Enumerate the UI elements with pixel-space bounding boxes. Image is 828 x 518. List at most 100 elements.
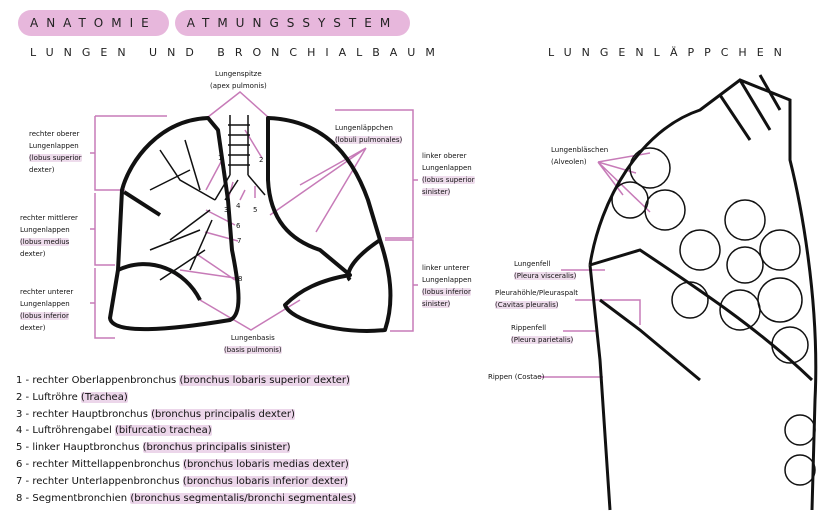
num-7: 7 — [237, 237, 242, 245]
legend-latin: (bronchus lobaris inferior dexter) — [182, 475, 349, 487]
legend-german: rechter Unterlappenbronchus — [32, 475, 180, 487]
legend-number: 2 — [16, 391, 23, 403]
legend-latin: (bronchus lobaris medias dexter) — [183, 458, 349, 470]
base-name: Lungenbasis — [230, 334, 275, 342]
l4: dexter) — [20, 324, 46, 332]
legend-german: linker Hauptbronchus — [32, 442, 140, 454]
l1: rechter mittlerer — [20, 214, 78, 222]
legend-item: 2 - Luftröhre (Trachea) — [16, 391, 128, 403]
ribs-name: Rippen — [488, 373, 513, 381]
l1: rechter unterer — [20, 288, 74, 296]
l2: Lungenlappen — [20, 226, 70, 234]
legend-german: Segmentbronchien — [32, 492, 128, 504]
legend-item: 6 - rechter Mittellappenbronchus (bronch… — [16, 458, 349, 470]
legend-number: 1 — [16, 375, 23, 386]
legend-item: 7 - rechter Unterlappenbronchus (bronchu… — [16, 475, 349, 487]
legend-german: Luftröhre — [32, 391, 78, 403]
l3: (lobus superior — [422, 176, 475, 184]
lobules-latin: (lobuli pulmonales) — [335, 136, 403, 144]
label-cavity: Pleurahöhle/Pleuraspalt (Cavitas pleural… — [495, 287, 578, 311]
visceral-name: Lungenfell — [514, 260, 551, 268]
l3: (lobus medius — [20, 238, 70, 246]
page-title: ANATOMIE ATMUNGSSYSTEM — [18, 10, 411, 36]
label-base: Lungenbasis (basis pulmonis) — [224, 332, 282, 356]
legend-latin: (bronchus lobaris superior dexter) — [179, 375, 350, 386]
ribs-latin: (Costae) — [514, 373, 545, 381]
num-4: 4 — [236, 202, 241, 210]
lobules-name: Lungenläppchen — [335, 124, 393, 132]
legend-german: rechter Hauptbronchus — [32, 408, 148, 420]
parietal-latin: (Pleura parietalis) — [511, 336, 574, 344]
label-parietal: Rippenfell (Pleura parietalis) — [511, 322, 574, 346]
legend-number: 3 — [16, 408, 23, 420]
title-word-1: ANATOMIE — [18, 10, 169, 36]
l2: Lungenlappen — [422, 164, 472, 172]
num-5: 5 — [253, 206, 258, 214]
l4: sinister) — [422, 300, 451, 308]
legend-german: rechter Oberlappenbronchus — [32, 375, 177, 386]
l2: Lungenlappen — [29, 142, 79, 150]
legend-latin: (Trachea) — [80, 391, 128, 403]
alveoli-name: Lungenbläschen — [551, 146, 609, 154]
alveoli — [611, 147, 816, 486]
legend-item: 8 - Segmentbronchien (bronchus segmental… — [16, 492, 357, 504]
bronchi-legend: 1 - rechter Oberlappenbronchus (bronchus… — [16, 373, 357, 507]
label-apex: Lungenspitze (apex pulmonis) — [210, 68, 267, 92]
l2: Lungenlappen — [422, 276, 472, 284]
num-2: 2 — [259, 156, 264, 164]
legend-number: 7 — [16, 475, 23, 487]
legend-item: 1 - rechter Oberlappenbronchus (bronchus… — [16, 375, 350, 386]
l1: linker oberer — [422, 152, 467, 160]
visceral-latin: (Pleura visceralis) — [514, 272, 577, 280]
base-latin: (basis pulmonis) — [224, 346, 282, 354]
num-1: 1 — [218, 154, 223, 162]
legend-german: rechter Mittellappenbronchus — [32, 458, 180, 470]
l3: (lobus inferior — [422, 288, 471, 296]
num-8: 8 — [238, 275, 243, 283]
alveoli-latin: (Alveolen) — [551, 158, 587, 166]
num-6: 6 — [236, 222, 241, 230]
num-3: 3 — [224, 206, 229, 214]
legend-latin: (bifurcatio trachea) — [115, 425, 212, 437]
lobule-outline — [588, 74, 818, 511]
legend-latin: (bronchus principalis dexter) — [151, 408, 295, 420]
legend-german: Luftröhrengabel — [32, 425, 112, 437]
apex-latin: (apex pulmonis) — [210, 82, 267, 90]
parietal-name: Rippenfell — [511, 324, 547, 332]
legend-number: 4 — [16, 425, 23, 437]
label-visceral: Lungenfell (Pleura visceralis) — [514, 258, 577, 282]
l4: dexter) — [29, 166, 55, 174]
label-ribs: Rippen (Costae) — [488, 371, 544, 383]
l4: sinister) — [422, 188, 451, 196]
legend-number: 5 — [16, 442, 23, 454]
legend-number: 6 — [16, 458, 23, 470]
label-lobules: Lungenläppchen (lobuli pulmonales) — [335, 122, 403, 146]
lungs-outline — [108, 116, 393, 333]
legend-item: 3 - rechter Hauptbronchus (bronchus prin… — [16, 408, 295, 420]
apex-name: Lungenspitze — [215, 70, 262, 78]
l1: linker unterer — [422, 264, 470, 272]
legend-item: 5 - linker Hauptbronchus (bronchus princ… — [16, 442, 291, 454]
cavity-latin: (Cavitas pleuralis) — [495, 301, 559, 309]
title-word-2: ATMUNGSSYSTEM — [174, 10, 411, 36]
l3: (lobus superior — [29, 154, 82, 162]
legend-latin: (bronchus principalis sinister) — [142, 442, 291, 454]
heading-lungs: LUNGEN UND BRONCHIALBAUM — [30, 46, 445, 59]
trachea-bronchi — [149, 115, 266, 281]
l1: rechter oberer — [29, 130, 80, 138]
l2: Lungenlappen — [20, 300, 70, 308]
legend-latin: (bronchus segmentalis/bronchi segmentale… — [130, 492, 357, 504]
legend-number: 8 — [16, 492, 23, 504]
l4: dexter) — [20, 250, 46, 258]
l3: (lobus inferior — [20, 312, 69, 320]
label-alveoli: Lungenbläschen (Alveolen) — [551, 144, 608, 168]
cavity-name: Pleurahöhle/Pleuraspalt — [495, 289, 578, 297]
legend-item: 4 - Luftröhrengabel (bifurcatio trachea) — [16, 425, 212, 437]
pointer-lines — [90, 91, 651, 378]
